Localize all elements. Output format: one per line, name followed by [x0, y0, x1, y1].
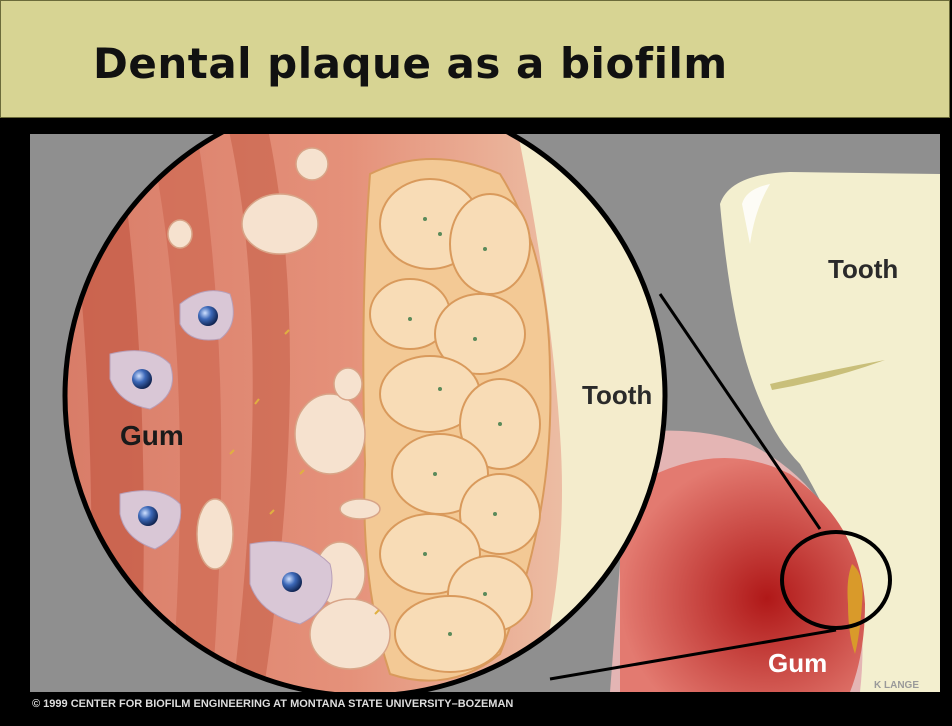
- label-tooth-main: Tooth: [828, 254, 898, 285]
- copyright-notice: © 1999 CENTER FOR BIOFILM ENGINEERING AT…: [32, 698, 513, 710]
- label-tooth-inset: Tooth: [582, 380, 652, 411]
- title-band: Dental plaque as a biofilm: [0, 0, 950, 118]
- slide-title: Dental plaque as a biofilm: [93, 39, 728, 88]
- biofilm-illustration: [30, 134, 940, 692]
- label-gum-main: Gum: [768, 648, 827, 679]
- artist-credit: K LANGE: [874, 680, 919, 691]
- label-gum-inset: Gum: [120, 420, 184, 452]
